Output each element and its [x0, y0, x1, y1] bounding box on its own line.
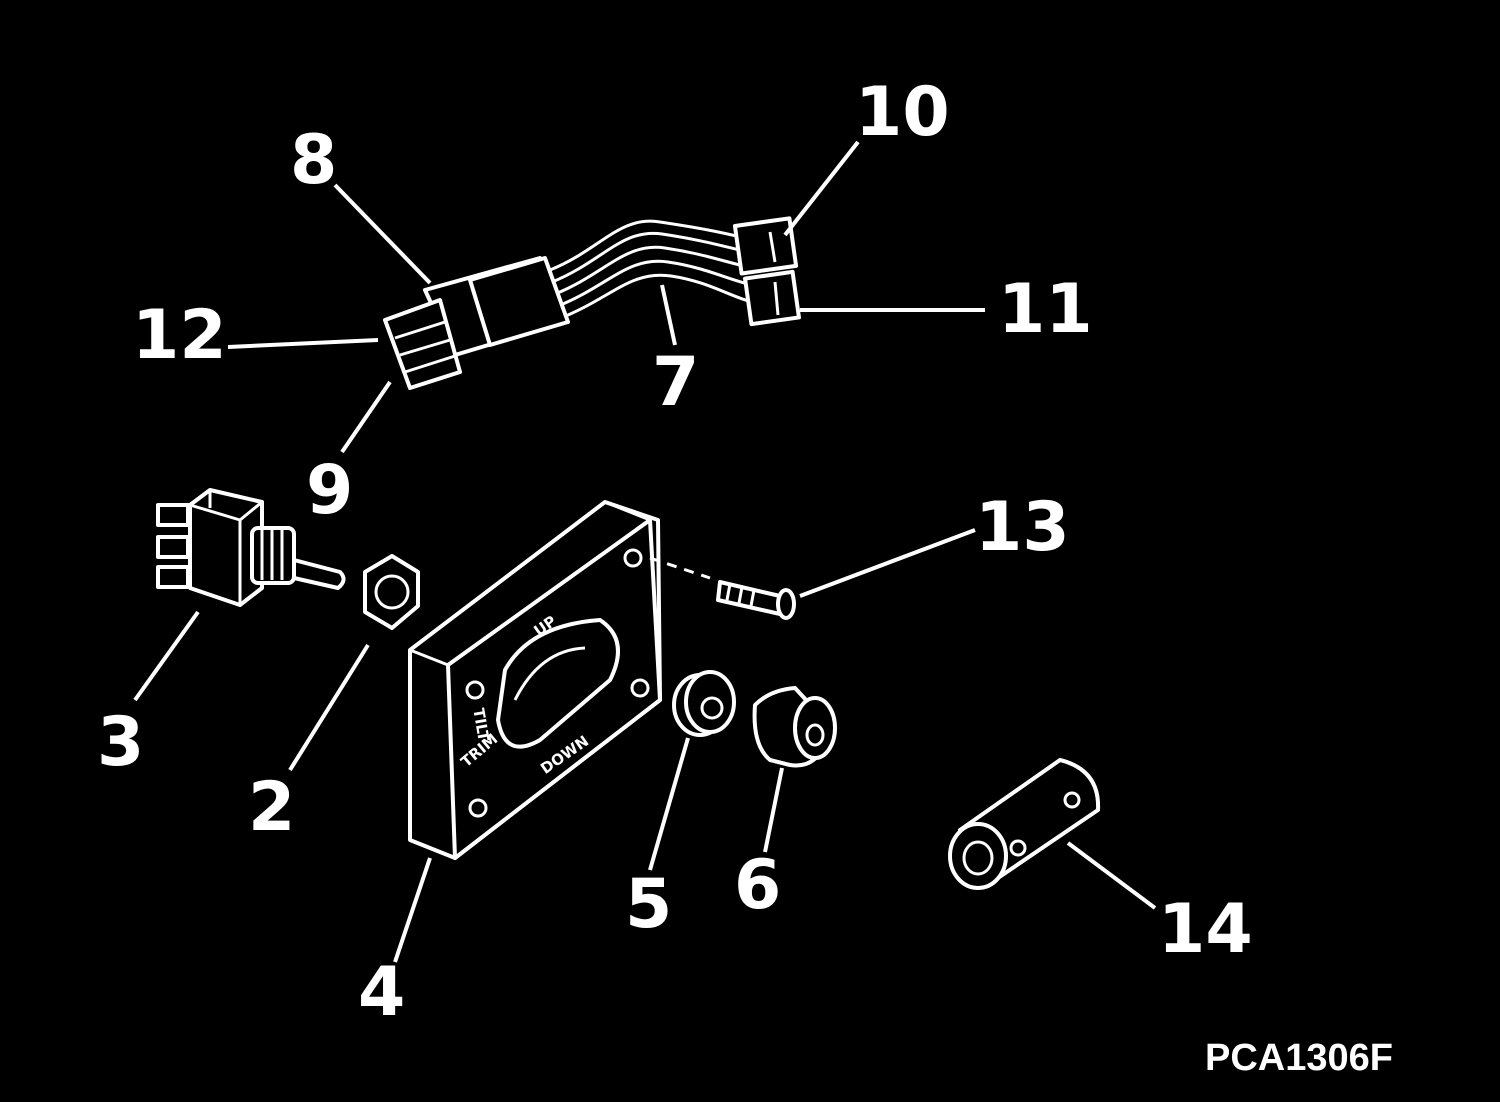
callout-6: 6 — [734, 846, 781, 925]
callout-3: 3 — [97, 703, 144, 782]
leader-lines — [133, 140, 1157, 963]
figure-code: PCA1306F — [1205, 1037, 1393, 1079]
callout-5: 5 — [625, 865, 672, 944]
callout-14: 14 — [1158, 890, 1253, 969]
callout-numbers: 8 10 12 11 7 9 13 3 2 6 5 14 4 — [97, 73, 1253, 1032]
callout-4: 4 — [358, 953, 405, 1032]
switch-plate: UP DOWN TILT TRIM — [408, 500, 662, 860]
callout-12: 12 — [132, 296, 227, 375]
hex-nut — [363, 554, 420, 630]
bushing-nut — [672, 670, 736, 737]
callout-13: 13 — [975, 488, 1070, 567]
boot-cap — [752, 686, 837, 768]
toggle-switch — [156, 488, 346, 607]
sleeve — [948, 758, 1101, 890]
callout-9: 9 — [306, 451, 353, 530]
callout-8: 8 — [290, 121, 337, 200]
callout-11: 11 — [998, 270, 1093, 349]
callout-10: 10 — [855, 73, 950, 152]
plate-tilt-label: TILT — [469, 707, 493, 743]
callout-2: 2 — [248, 768, 295, 847]
callout-7: 7 — [652, 343, 699, 422]
wire-harness — [383, 216, 801, 390]
screw — [649, 556, 796, 620]
